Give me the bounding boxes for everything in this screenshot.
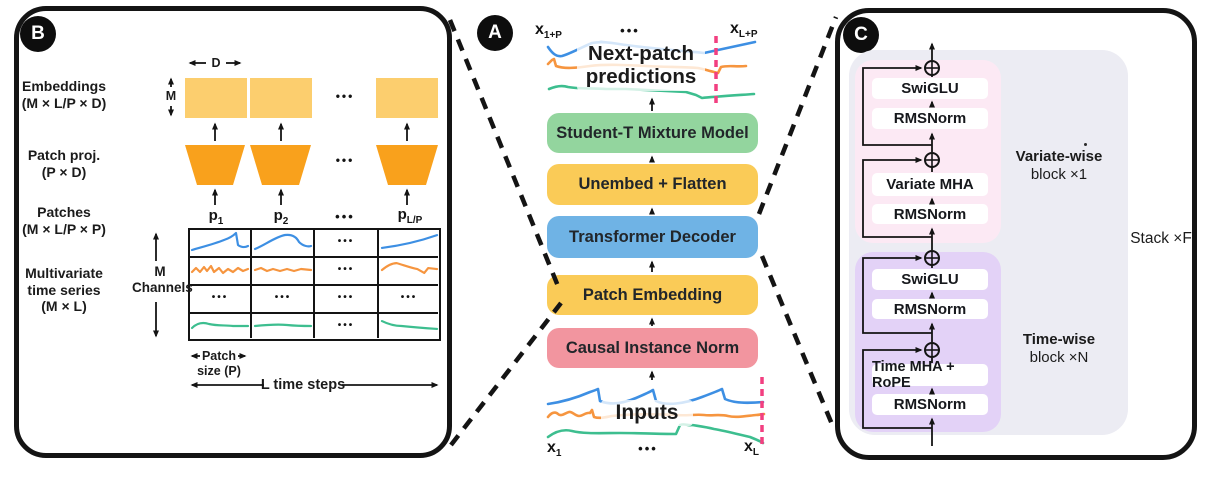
grid-ellipsis: ••• — [337, 292, 355, 303]
grid-hline — [190, 284, 438, 286]
patch-proj-label: Patch proj. (P × D) — [27, 147, 101, 180]
grid-ellipsis: ••• — [274, 292, 292, 303]
grid-ellipsis: ••• — [337, 236, 355, 247]
patches-label: Patches (M × L/P × P) — [22, 204, 106, 237]
grid-ellipsis: ••• — [337, 264, 355, 275]
embedding-box-2 — [250, 78, 312, 118]
panel-c-badge: C — [843, 17, 879, 53]
panel-a-badge: A — [477, 15, 513, 51]
patch-token-lp: pL/P — [397, 206, 423, 226]
timeseries-grid — [188, 228, 441, 341]
grid-wave-green-2 — [253, 323, 313, 328]
time-steps-label: L time steps — [260, 377, 346, 393]
grid-ellipsis: ••• — [337, 320, 355, 331]
block-student-t: Student-T Mixture Model — [547, 113, 758, 153]
embedding-ellipsis: ••• — [335, 89, 355, 103]
patch-size-label: Patch size (P) — [197, 349, 241, 378]
layer-rmsnorm-time-bottom: RMSNorm — [872, 394, 988, 415]
patch-token-ellipsis: ••• — [335, 209, 355, 224]
patch-token-1: p1 — [208, 207, 224, 227]
multivariate-label: Multivariate time series (M × L) — [25, 265, 103, 315]
time-block-label: Time-wise block ×N — [1022, 331, 1096, 366]
patchproj-ellipsis: ••• — [335, 153, 355, 167]
embeddings-label: Embeddings (M × L/P × D) — [12, 78, 116, 111]
m-channels-label: M Channels — [132, 264, 193, 295]
grid-wave-blue-2 — [253, 233, 313, 251]
stack-label: Stack ×F — [1130, 230, 1192, 247]
stray-dot — [1084, 143, 1087, 146]
grid-wave-green-4 — [380, 320, 439, 331]
grid-ellipsis: ••• — [211, 292, 229, 303]
grid-wave-blue-4 — [380, 234, 439, 249]
layer-rmsnorm-time-top: RMSNorm — [872, 299, 988, 319]
prediction-caption: Next-patch predictions — [577, 41, 705, 91]
m-dim-label: M — [165, 89, 177, 103]
patch-token-2: p2 — [273, 207, 289, 227]
grid-wave-orange-1 — [190, 264, 250, 275]
pred-label-right: xL+P — [730, 20, 758, 41]
block-transformer-decoder: Transformer Decoder — [547, 216, 758, 258]
block-causal-norm: Causal Instance Norm — [547, 328, 758, 368]
layer-rmsnorm-variate-bottom: RMSNorm — [872, 204, 988, 224]
embedding-box-3 — [376, 78, 438, 118]
grid-wave-orange-4 — [380, 262, 439, 275]
layer-time-mha-rope: Time MHA + RoPE — [872, 359, 988, 391]
input-label-right: xL — [744, 438, 760, 459]
input-ellipsis: ••• — [638, 441, 658, 456]
layer-swiglu-variate: SwiGLU — [872, 78, 988, 99]
layer-rmsnorm-variate-top: RMSNorm — [872, 108, 988, 129]
embeddings-label-line: Embeddings — [21, 78, 106, 94]
grid-wave-orange-2 — [253, 266, 313, 273]
inputs-caption: Inputs — [601, 400, 693, 426]
block-patch-embedding: Patch Embedding — [547, 275, 758, 315]
grid-wave-green-1 — [190, 321, 250, 330]
block-unembed: Unembed + Flatten — [547, 164, 758, 205]
grid-hline — [190, 256, 438, 258]
panel-b-badge: B — [20, 16, 56, 52]
embedding-box-1 — [185, 78, 247, 118]
input-label-left: x1 — [547, 439, 562, 460]
grid-wave-blue-1 — [190, 231, 250, 252]
embeddings-dims: (M × L/P × D) — [21, 94, 107, 111]
variate-block-label: Variate-wise block ×1 — [1015, 148, 1103, 183]
pred-ellipsis: ••• — [620, 23, 640, 38]
layer-swiglu-time: SwiGLU — [872, 269, 988, 290]
d-dim-label: D — [211, 56, 221, 70]
grid-hline — [190, 312, 438, 314]
grid-ellipsis: ••• — [400, 292, 418, 303]
layer-variate-mha: Variate MHA — [872, 173, 988, 196]
